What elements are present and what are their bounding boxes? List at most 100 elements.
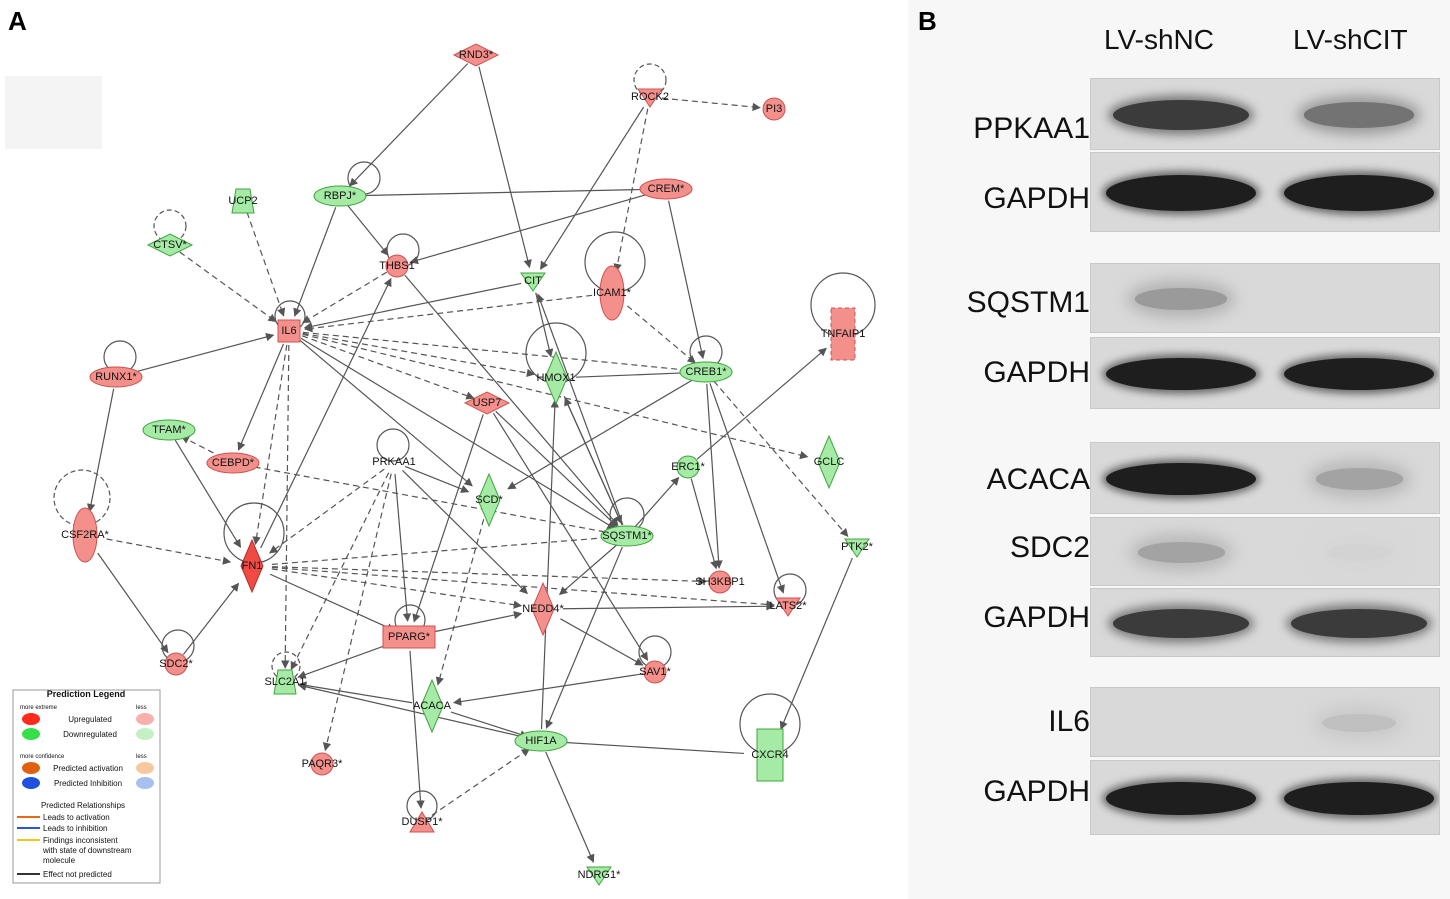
edge-cit-hmox1 xyxy=(535,292,554,358)
legend-more-extreme: more extreme xyxy=(20,705,58,711)
node-creb1: CREB1* xyxy=(679,361,733,383)
legend-not-predicted: Effect not predicted xyxy=(43,870,112,879)
edge-ptk2-cxcr4 xyxy=(779,557,853,730)
blot-band-nc xyxy=(1106,175,1256,211)
node-label-tnfaip1: TNFAIP1 xyxy=(821,328,866,340)
blot-strip-sqstm1 xyxy=(1090,263,1440,333)
node-cit: CIT xyxy=(520,272,546,292)
edge-rock2-pi3 xyxy=(661,97,761,112)
legend-upregulated: Upregulated xyxy=(68,715,112,724)
blot-band-cit xyxy=(1315,468,1403,490)
edge-fn1-sqstm1 xyxy=(271,533,614,566)
node-ctsv: CTSV* xyxy=(146,233,194,257)
node-dusp1: DUSP1* xyxy=(402,811,443,833)
node-shape-paqr3 xyxy=(310,752,334,776)
node-thbs1: THBS1 xyxy=(379,254,415,278)
node-acaca: ACACA xyxy=(413,678,452,734)
node-cebpd: CEBPD* xyxy=(206,452,260,474)
blot-band-cit xyxy=(1284,781,1434,816)
node-shape-pi3 xyxy=(762,97,786,121)
node-label-rnd3: RND3* xyxy=(459,49,494,61)
node-shape-erc1 xyxy=(676,455,700,479)
node-shape-hif1a xyxy=(514,730,568,752)
edge-ucp2-il6 xyxy=(246,212,286,317)
blot-band-cit xyxy=(1290,609,1428,638)
legend-upregulated-less-swatch xyxy=(136,713,154,725)
blot-band-cit xyxy=(1322,713,1396,733)
node-shape-tfam xyxy=(142,419,196,441)
node-shape-ptk2 xyxy=(844,538,870,558)
blot-row-label-sqstm1: SQSTM1 xyxy=(966,286,1090,319)
edge-crem-thbs1 xyxy=(409,191,655,265)
edge-icam1-creb1 xyxy=(626,305,696,364)
node-usp7: USP7 xyxy=(463,391,511,415)
edge-prkaa1-nedd4 xyxy=(402,470,528,595)
edge-pparg-slc2a1 xyxy=(297,641,397,679)
legend-relationships-title: Predicted Relationships xyxy=(41,801,125,810)
edge-csf2ra-fn1 xyxy=(106,538,232,565)
blot-band-nc xyxy=(1106,462,1256,496)
legend-activation-less-swatch xyxy=(136,762,154,774)
edge-scd-acaca xyxy=(435,519,485,686)
node-label-sh3kbp1: SH3KBP1 xyxy=(695,576,745,588)
node-shape-rock2 xyxy=(637,88,663,108)
edge-sdc2-fn1 xyxy=(182,582,240,655)
node-sh3kbp1: SH3KBP1 xyxy=(695,570,745,594)
node-sav1: SAV1* xyxy=(639,660,672,684)
node-shape-nedd4 xyxy=(531,581,555,637)
edge-rnd3-cit xyxy=(478,66,532,269)
blot-strip-gapdh xyxy=(1090,152,1440,232)
edge-cit-il6 xyxy=(303,282,522,331)
legend-inhibition-swatch xyxy=(22,777,40,789)
blot-row-label-gapdh: GAPDH xyxy=(983,601,1090,634)
node-shape-ndrg1 xyxy=(586,866,612,886)
blot-band-cit xyxy=(1326,544,1392,561)
node-shape-sdc2 xyxy=(164,652,188,676)
node-sdc2: SDC2* xyxy=(159,652,194,676)
node-label-nedd4: NEDD4* xyxy=(522,603,564,615)
legend-downregulated-less-swatch xyxy=(136,728,154,740)
node-rnd3: RND3* xyxy=(452,43,500,67)
edge-cebpd-tfam xyxy=(180,435,223,459)
node-tnfaip1: TNFAIP1 xyxy=(821,307,866,361)
node-shape-slc2a1 xyxy=(273,669,297,695)
node-shape-cxcr4 xyxy=(756,728,784,782)
network-blank-patch xyxy=(5,76,102,149)
edge-layer xyxy=(86,63,853,863)
node-label-lats2: LATS2* xyxy=(769,600,807,612)
legend-leads-activation: Leads to activation xyxy=(43,813,110,822)
edge-crem-creb1 xyxy=(667,200,706,360)
node-scd: SCD* xyxy=(475,472,503,528)
legend-inconsistent-2: with state of downstream xyxy=(42,846,132,855)
edge-il6-hmox1 xyxy=(302,332,536,378)
edge-fn1-thbs1 xyxy=(260,277,392,549)
node-sqstm1: SQSTM1* xyxy=(600,525,654,547)
self-loop-prkaa1 xyxy=(376,428,410,462)
node-crem: CREM* xyxy=(639,178,693,200)
edge-rock2-cit xyxy=(540,106,645,270)
node-label-sav1: SAV1* xyxy=(639,666,671,678)
node-shape-rnd3 xyxy=(452,43,500,67)
node-label-gclc: GCLC xyxy=(814,456,845,468)
edge-sqstm1-nedd4 xyxy=(558,543,619,596)
edge-csf2ra-sdc2 xyxy=(97,552,169,654)
node-shape-lats2 xyxy=(775,597,801,617)
node-label-ctsv: CTSV* xyxy=(153,239,187,251)
edge-pparg-dusp1 xyxy=(409,650,425,809)
edge-il6-slc2a1 xyxy=(281,344,290,669)
node-shape-thbs1 xyxy=(385,254,409,278)
panel-label-b: B xyxy=(918,6,937,36)
edge-rnd3-rbpj xyxy=(349,63,469,187)
legend-inconsistent-1: Findings inconsistent xyxy=(43,836,118,845)
node-shape-icam1 xyxy=(599,265,625,321)
node-shape-fn1 xyxy=(240,538,264,594)
node-shape-sav1 xyxy=(643,660,667,684)
blot-band-nc xyxy=(1106,781,1256,816)
node-fn1: FN1 xyxy=(240,538,264,594)
edge-sav1-acaca xyxy=(452,673,644,706)
edge-prkaa1-pparg xyxy=(394,473,412,622)
legend-less: less xyxy=(136,705,147,711)
blot-band-cit xyxy=(1304,102,1414,128)
node-label-runx1: RUNX1* xyxy=(95,371,137,383)
legend-less-2: less xyxy=(136,754,147,760)
